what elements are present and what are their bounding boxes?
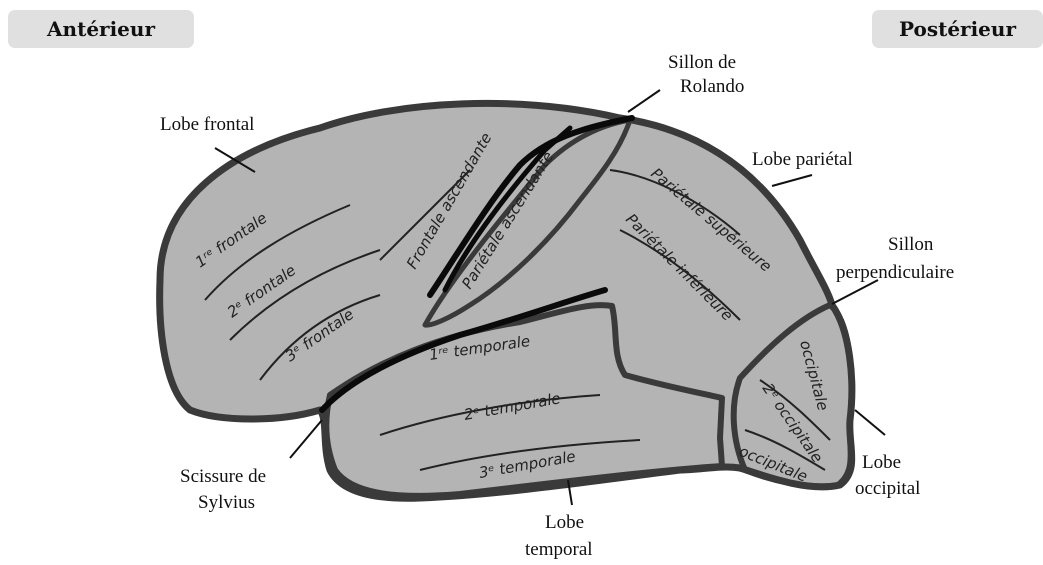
leader-line-frontal [214, 147, 256, 173]
label-lobe-occipital-2: occipital [855, 478, 920, 499]
occipital-lobe-outline [730, 302, 855, 490]
label-scissure-sylvius-2: Sylvius [198, 492, 255, 513]
sylvian-fissure-line [319, 287, 608, 413]
posterior-label: Postérieur [872, 10, 1043, 48]
label-sillon-rolando: Sillon de [668, 52, 736, 73]
rolandic-sulcus-line [427, 115, 635, 298]
label-scissure-sylvius: Scissure de [180, 466, 266, 487]
label-lobe-parietal: Lobe pariétal [752, 149, 853, 170]
minor-sulci [204, 169, 831, 471]
leader-line-rolando [627, 89, 661, 113]
rolandic-sulcus-second-line [442, 125, 573, 293]
label-lobe-temporal-2: temporal [525, 539, 593, 560]
leader-line-sylvius [289, 419, 323, 459]
leader-line-parietal [771, 174, 813, 187]
label-sillon-rolando-2: Rolando [680, 76, 744, 97]
label-sillon-perpendiculaire-2: perpendiculaire [836, 262, 954, 283]
label-lobe-temporal: Lobe [545, 512, 584, 533]
label-lobe-occipital: Lobe [862, 452, 901, 473]
leader-line-occipital [854, 409, 886, 436]
temporal-lobe-outline [323, 302, 725, 499]
label-sillon-perpendiculaire: Sillon [888, 234, 934, 255]
parietal-ascending-outline [422, 117, 633, 328]
label-lobe-frontal: Lobe frontal [160, 114, 254, 135]
anterior-label: Antérieur [8, 10, 194, 48]
leader-line-temporal [567, 479, 573, 506]
brain-silhouette [156, 99, 856, 502]
leader-line-perpendicular [831, 279, 879, 305]
